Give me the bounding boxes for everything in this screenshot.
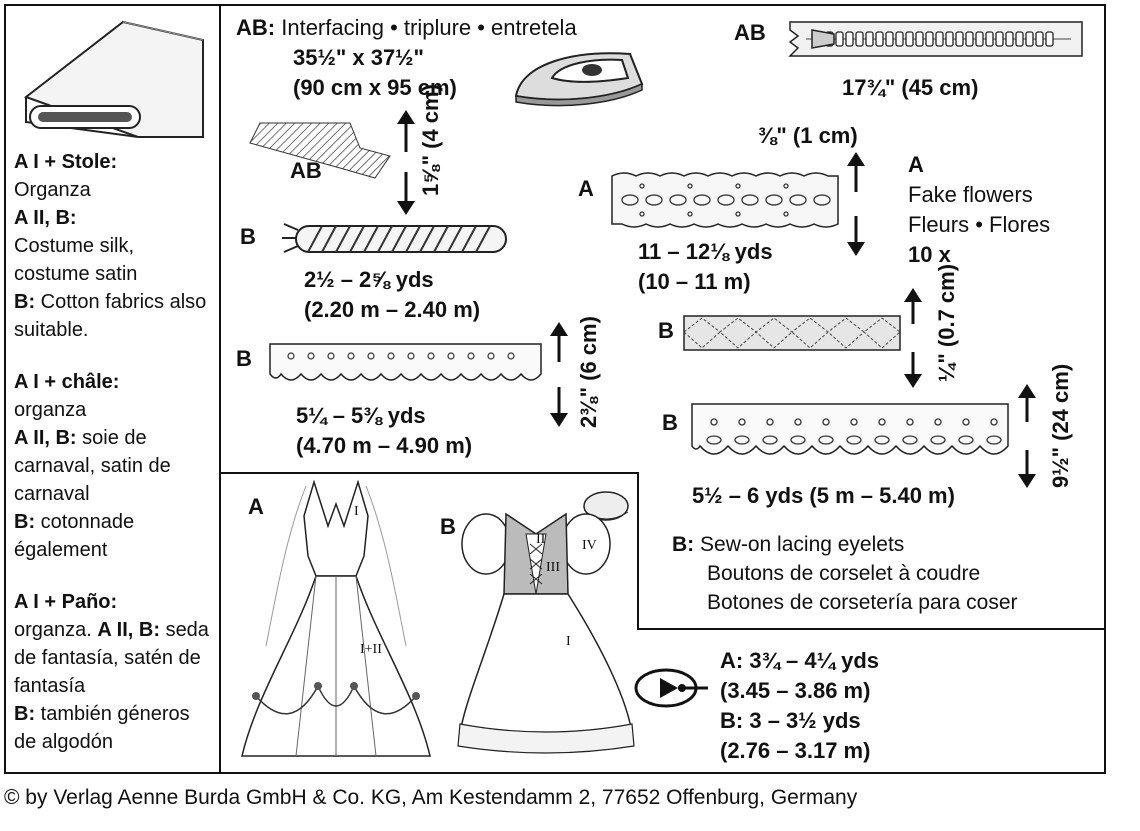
interfacing-tag: AB:: [236, 15, 276, 40]
dress-b-mark-3: IV: [582, 538, 597, 553]
interfacing-heading: AB: Interfacing • triplure • entretela: [236, 14, 577, 42]
tape-b-width-label: ¼" (0.7 cm): [934, 263, 959, 382]
es-label-2: A II, B:: [97, 619, 160, 641]
elastic-a-m: (3.45 – 3.86 m): [720, 678, 871, 703]
interfacing-size-in: 35½" x 37½": [293, 45, 424, 70]
twisted-cord-icon: [282, 223, 507, 253]
dress-b-tag: B: [440, 514, 456, 539]
es-text-1: organza.: [14, 619, 92, 641]
elastic-a-tag: A:: [720, 648, 744, 673]
interfacing-name: Interfacing • triplure • entretela: [281, 15, 577, 40]
lace-a-icon: [611, 172, 839, 228]
fr-label-2: A II, B:: [14, 427, 77, 449]
en-label-1: A I + Stole:: [14, 151, 118, 173]
es-text-3: también géneros de algodón: [14, 703, 190, 753]
lace-b2-yds: 5½ – 6 yds (5 m – 5.40 m): [692, 483, 955, 508]
en-label-2: A II, B:: [14, 207, 77, 229]
dress-b-illustration: [457, 491, 635, 754]
dress-a-tag: A: [248, 494, 264, 519]
dress-a-mark-1: I: [354, 504, 359, 519]
dress-b-mark-4: I: [566, 634, 571, 649]
lace-b2-icon: [691, 403, 1009, 455]
lace-b2-width-arrow: [1018, 384, 1036, 488]
interfacing-strip-icon: [249, 122, 391, 179]
flowers-line-1: Fake flowers: [908, 182, 1033, 207]
en-text-3: Cotton fabrics also suitable.: [14, 291, 207, 341]
lace-b1-width-label: 2⅜" (6 cm): [576, 316, 601, 428]
dress-a-mark-2: I+II: [360, 642, 382, 657]
flowers-line-2: Fleurs • Flores: [908, 212, 1051, 237]
strip-width-label: 1⅝" (4 cm): [418, 84, 443, 196]
inner-horizontal-divider: [637, 628, 1106, 630]
fr-text-2: soie de carnaval, satin de carnaval: [14, 427, 171, 505]
cord-tag: B: [240, 224, 256, 249]
lace-a-m: (10 – 11 m): [638, 269, 751, 294]
strip-width-arrow: [397, 110, 415, 215]
lace-b1-m: (4.70 m – 4.90 m): [296, 433, 473, 458]
tape-b-tag: B: [658, 318, 674, 343]
dress-a-illustration: [241, 479, 431, 757]
middle-horizontal-divider: [219, 472, 639, 474]
lace-b2-width-label: 9½" (24 cm): [1048, 363, 1073, 488]
fabric-bolt-icon: [23, 20, 204, 138]
left-column-divider: [219, 4, 221, 774]
elastic-loop-icon: [634, 668, 708, 708]
elastic-b-tag: B:: [720, 708, 744, 733]
iron-icon: [514, 52, 644, 107]
lace-b1-tag: B: [236, 346, 252, 371]
en-label-3: B:: [14, 291, 36, 313]
zipper-tag: AB: [734, 20, 766, 45]
copyright-line: © by Verlag Aenne Burda GmbH & Co. KG, A…: [4, 786, 858, 809]
fr-label-3: B:: [14, 511, 36, 533]
eyelets-line-1: Sew-on lacing eyelets: [700, 533, 905, 556]
elastic-b-m: (2.76 – 3.17 m): [720, 738, 871, 763]
lace-a-tag: A: [578, 176, 594, 201]
lace-a-yds: 11 – 12⅛ yds: [638, 239, 773, 264]
fr-text-3: cotonnade également: [14, 511, 135, 561]
zipper-icon: [788, 21, 1083, 57]
lace-b1-icon: [269, 343, 542, 381]
dress-b-mark-2: III: [546, 560, 560, 575]
elastic-b-yds: 3 – 3½ yds: [749, 708, 861, 733]
eyelets-line-3: Botones de corsetería para coser: [707, 591, 1018, 614]
elastic-block: A: 3¾ – 4¼ yds (3.45 – 3.86 m) B: 3 – 3½…: [720, 646, 879, 766]
en-text-2: Costume silk, costume satin: [14, 235, 138, 285]
flowers-count: 10 x: [908, 242, 951, 267]
elastic-a-yds: 3¾ – 4¼ yds: [749, 648, 879, 673]
lace-b1-yds: 5¼ – 5⅜ yds: [296, 403, 426, 428]
es-text-2: seda de fantasía, satén de fantasía: [14, 619, 209, 697]
eyelets-block: B: Sew-on lacing eyelets Boutons de cors…: [672, 530, 1018, 617]
es-label-3: B:: [14, 703, 36, 725]
lace-b2-tag: B: [662, 410, 678, 435]
interfacing-strip-label: AB: [290, 158, 322, 183]
flowers-block: A Fake flowers Fleurs • Flores 10 x: [908, 150, 1050, 270]
fr-text-1: organza: [14, 399, 87, 421]
inner-vertical-divider: [637, 472, 639, 630]
fr-label-1: A I + châle:: [14, 371, 120, 393]
lace-a-width-arrow: [847, 152, 865, 256]
tape-b-icon: [683, 315, 901, 351]
lace-a-width: ⅜" (1 cm): [758, 123, 858, 148]
interfacing-size-cm: (90 cm x 95 cm): [293, 75, 457, 100]
eyelets-tag: B:: [672, 533, 695, 556]
es-label-1: A I + Paño:: [14, 591, 118, 613]
outer-frame: [4, 4, 1106, 774]
dress-b-mark-1: II: [536, 532, 546, 547]
lace-b1-width-arrow: [550, 322, 568, 427]
eyelets-line-2: Boutons de corselet à coudre: [707, 562, 981, 585]
fabric-requirements-panel: A I + Stole: Organza A II, B: Costume silk…: [14, 148, 214, 756]
cord-yds: 2½ – 2⅝ yds: [304, 267, 434, 292]
tape-b-width-arrow: [904, 288, 922, 388]
en-text-1: Organza: [14, 179, 91, 201]
cord-m: (2.20 m – 2.40 m): [304, 297, 481, 322]
flowers-tag: A: [908, 152, 924, 177]
zipper-length: 17¾" (45 cm): [842, 75, 979, 100]
